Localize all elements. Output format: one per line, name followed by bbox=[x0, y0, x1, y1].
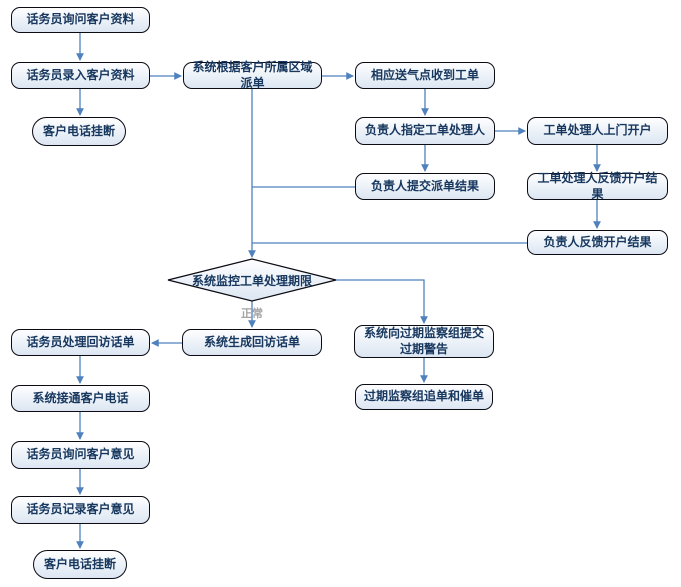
node-ask-customer-opinion: 话务员询问客户意见 bbox=[11, 441, 150, 469]
node-ask-customer-info: 话务员询问客户资料 bbox=[11, 7, 150, 33]
node-handler-onsite-account-open: 工单处理人上门开户 bbox=[527, 117, 668, 145]
decision-diamond bbox=[167, 258, 337, 302]
node-operator-handles-callback-sheet: 话务员处理回访话单 bbox=[11, 329, 150, 356]
node-leader-submits-dispatch-result: 负责人提交派单结果 bbox=[355, 173, 495, 200]
node-system-dispatch-by-region: 系统根据客户所属区域派单 bbox=[183, 60, 322, 90]
node-system-submits-overdue-warning: 系统向过期监察组提交过期警告 bbox=[354, 325, 494, 358]
node-monitor-deadline-decision: 系统监控工单处理期限 bbox=[191, 273, 312, 288]
node-leader-assigns-handler: 负责人指定工单处理人 bbox=[355, 117, 495, 145]
node-system-generates-callback-sheet: 系统生成回访话单 bbox=[182, 329, 322, 356]
node-enter-customer-info: 话务员录入客户资料 bbox=[11, 62, 150, 89]
node-customer-hangup-final: 客户电话挂断 bbox=[33, 550, 127, 579]
node-gas-station-receives-order: 相应送气点收到工单 bbox=[355, 62, 495, 89]
branch-label-normal: 正常 bbox=[241, 307, 263, 320]
node-record-customer-opinion: 话务员记录客户意见 bbox=[11, 496, 150, 524]
node-overdue-team-chase-orders: 过期监察组追单和催单 bbox=[355, 384, 493, 410]
node-customer-hangup-initial: 客户电话挂断 bbox=[32, 117, 126, 146]
node-handler-feedback-result: 工单处理人反馈开户结果 bbox=[527, 171, 668, 201]
node-leader-feedback-result: 负责人反馈开户结果 bbox=[527, 230, 668, 255]
node-system-connects-customer-phone: 系统接通客户电话 bbox=[11, 385, 150, 412]
